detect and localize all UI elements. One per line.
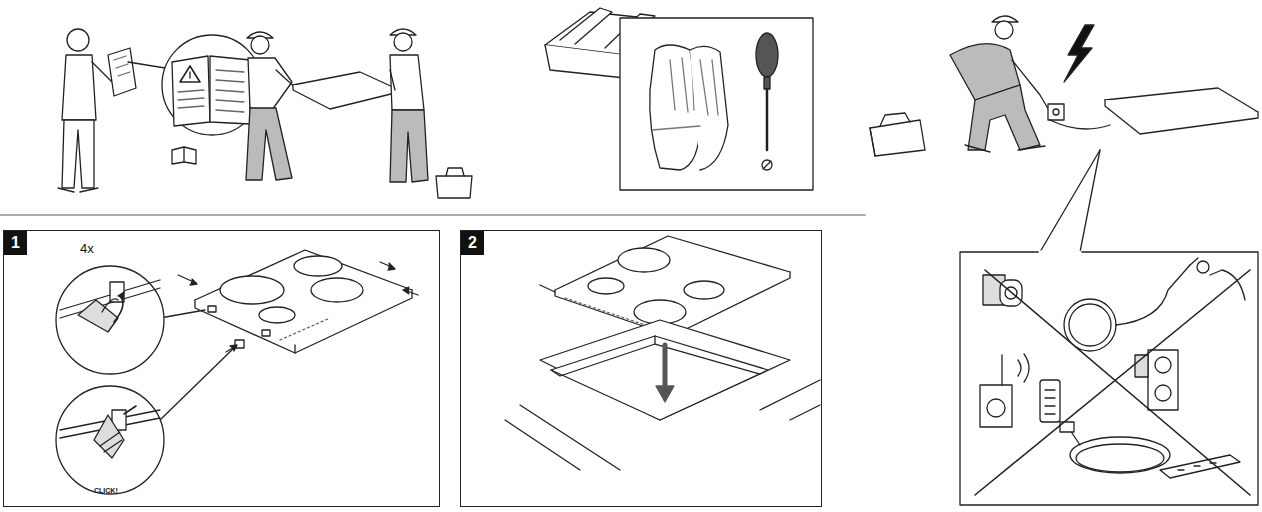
manual-zoom (128, 35, 262, 164)
step-number: 2 (461, 231, 484, 255)
person-reading (58, 29, 136, 192)
forbidden-connectors (960, 252, 1258, 505)
hob-clips-illustration (56, 250, 418, 494)
step-panel: 1 (3, 230, 440, 507)
step-panel: 2 (460, 230, 822, 507)
workers-carrying (246, 29, 472, 198)
electrician (870, 16, 1258, 252)
click-label: CLICK! (94, 487, 118, 495)
quantity-label: 4x (80, 242, 94, 256)
hob-insert-illustration (505, 236, 820, 470)
tools (545, 8, 813, 190)
step-number: 1 (4, 231, 27, 255)
